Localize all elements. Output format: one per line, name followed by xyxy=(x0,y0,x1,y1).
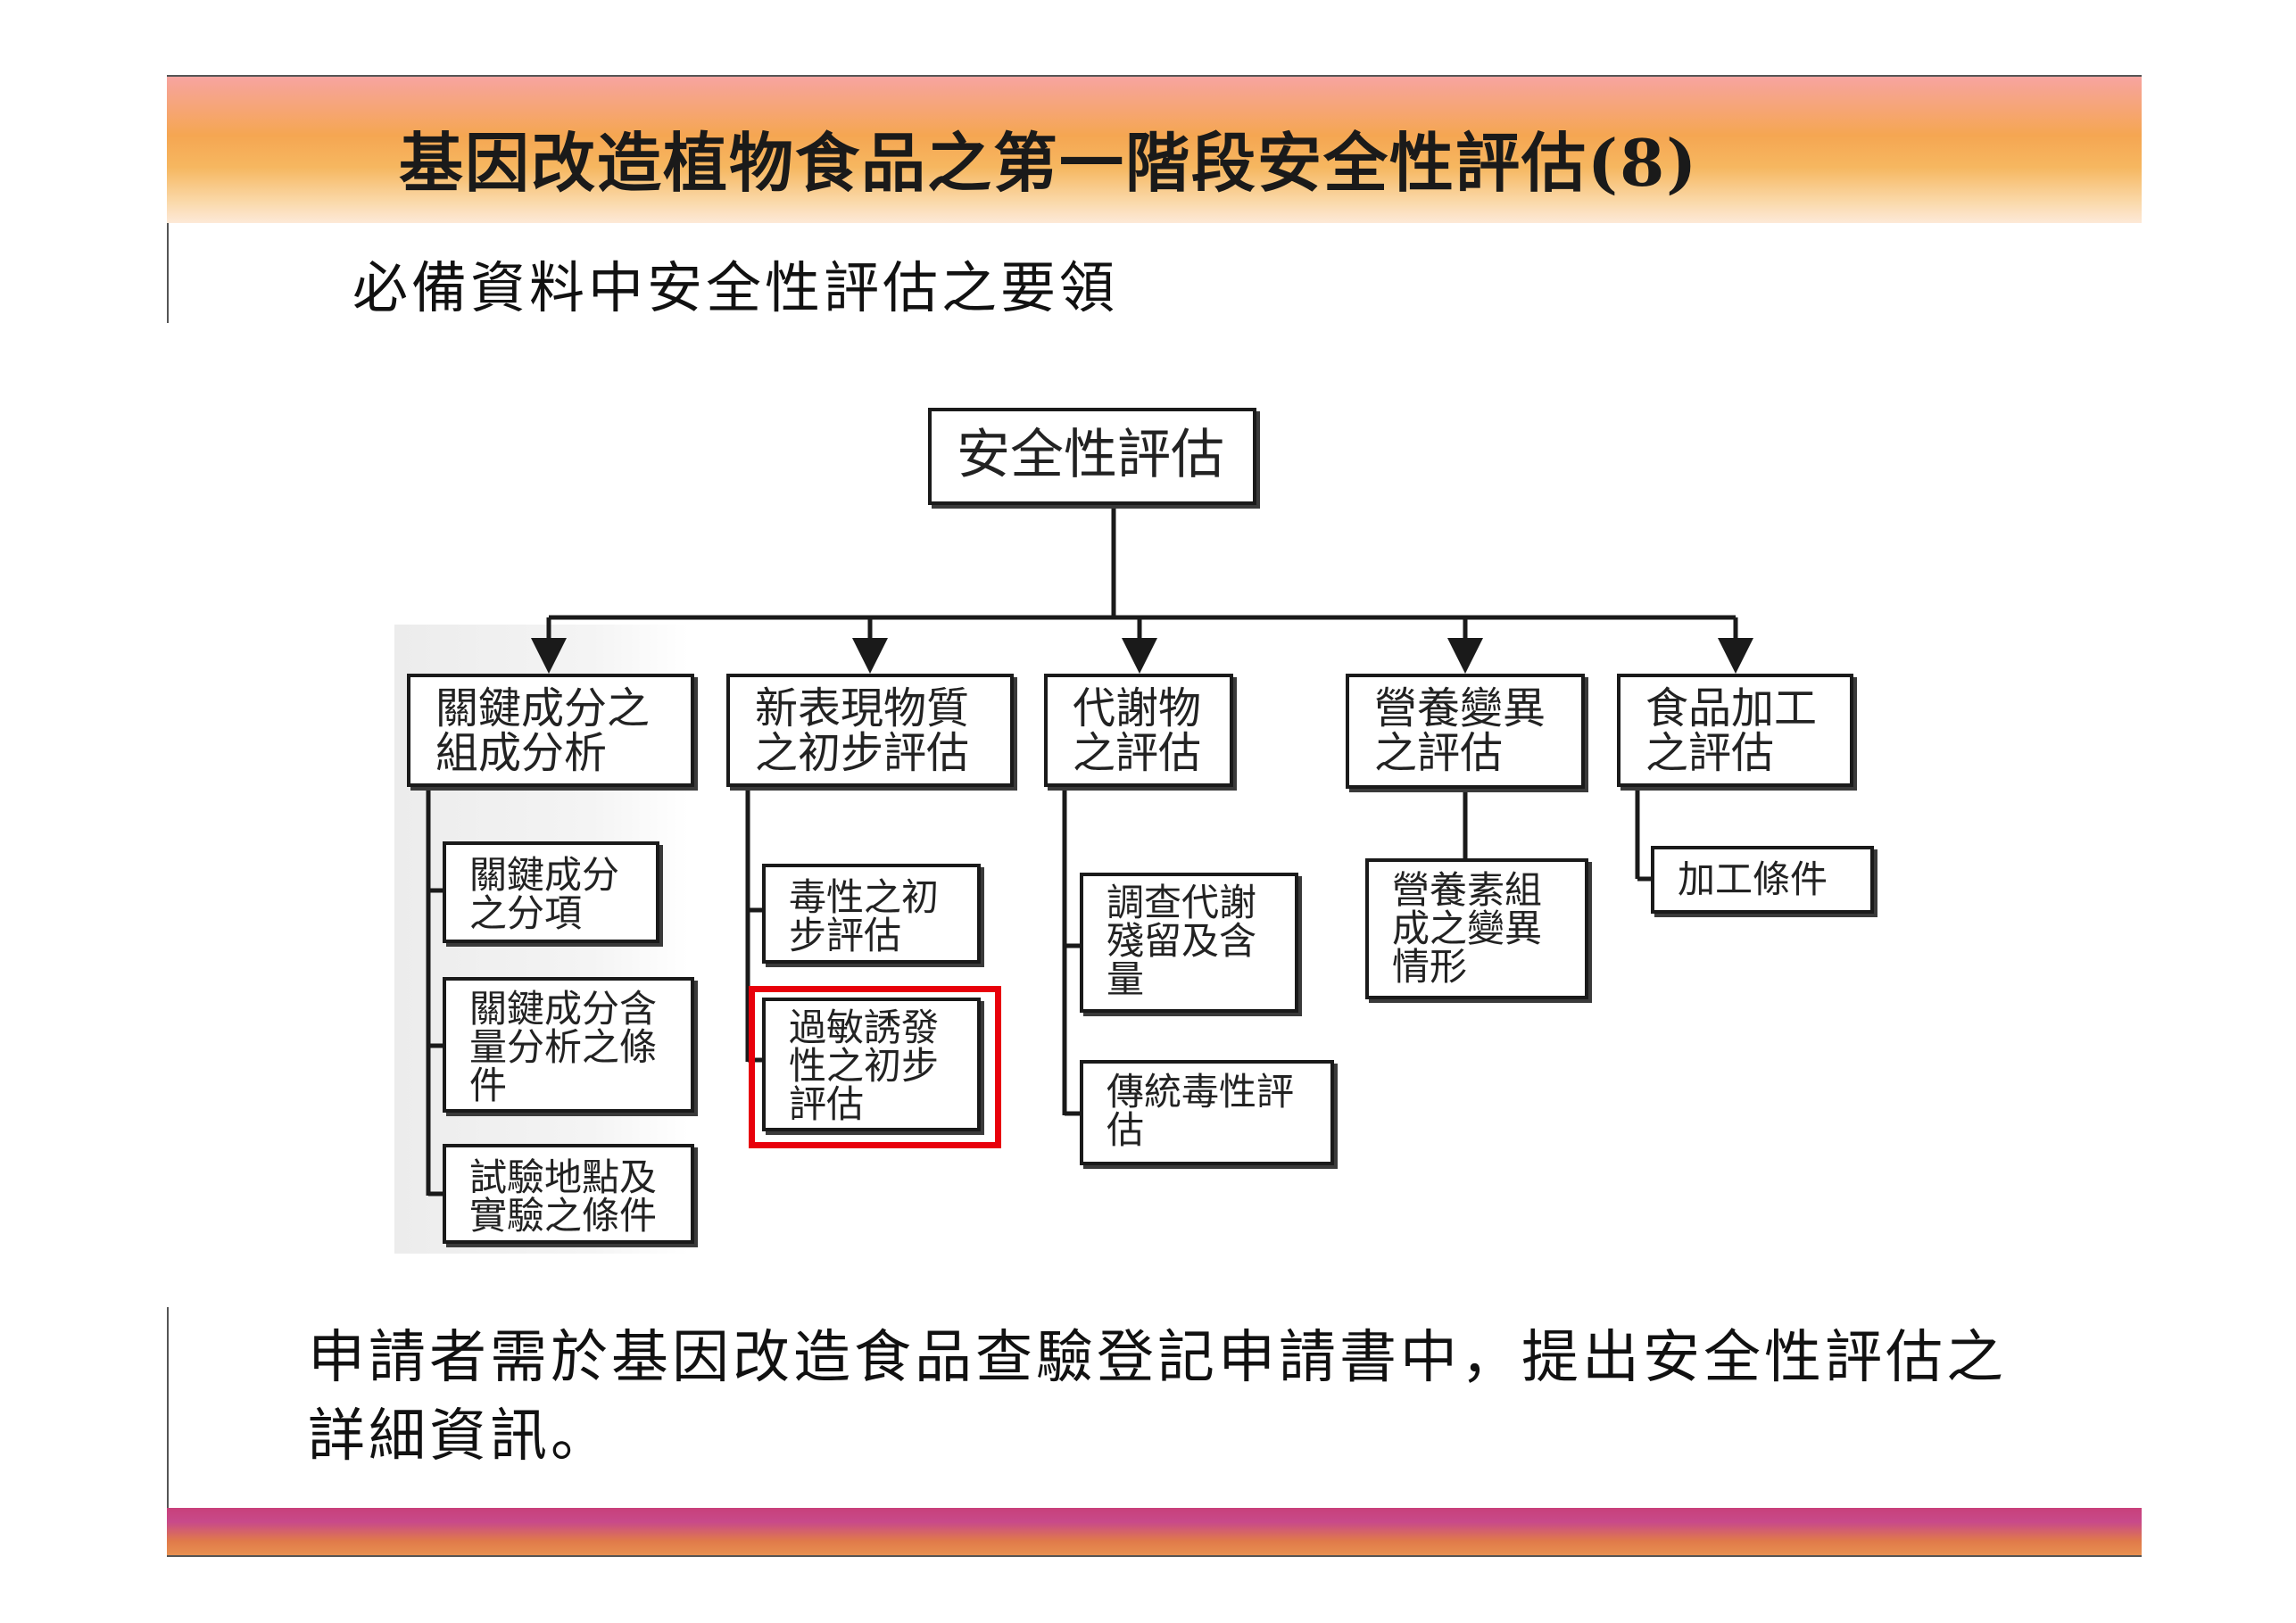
title-bar: 基因改造植物食品之第一階段安全性評估(8) xyxy=(167,75,2142,223)
node-item-allergenicity: 過敏誘發 性之初步 評估 xyxy=(762,998,981,1131)
node-item-nutrient-variation: 營養素組 成之變異 情形 xyxy=(1365,858,1588,999)
node-item-processing-conditions: 加工條件 xyxy=(1651,846,1874,914)
node-category-4: 營養變異 之評估 xyxy=(1346,674,1585,789)
node-category-1: 關鍵成分之 組成分析 xyxy=(407,674,694,787)
node-category-3: 代謝物 之評估 xyxy=(1044,674,1233,787)
body-text: 申請者需於基因改造食品查驗登記申請書中，提出安全性評估之詳細資訊。 xyxy=(308,1325,2007,1470)
highlight-frame xyxy=(749,986,1001,1148)
node-item-traditional-toxicity: 傳統毒性評 估 xyxy=(1080,1060,1334,1165)
node-item-metabolite-residue: 調查代謝 殘留及含 量 xyxy=(1080,873,1298,1013)
left-rule-top xyxy=(167,223,169,323)
node-category-5: 食品加工 之評估 xyxy=(1617,674,1853,787)
node-root: 安全性評估 xyxy=(928,408,1256,505)
node-item-content-analysis: 關鍵成分含 量分析之條 件 xyxy=(443,977,694,1113)
node-item-test-site: 試驗地點及 實驗之條件 xyxy=(443,1144,694,1244)
node-category-2: 新表現物質 之初步評估 xyxy=(726,674,1014,787)
footer-bar xyxy=(167,1508,2142,1557)
slide-title: 基因改造植物食品之第一階段安全性評估(8) xyxy=(399,125,1699,201)
node-item-key-components: 關鍵成分 之分項 xyxy=(443,841,659,943)
node-item-toxicity: 毒性之初 步評估 xyxy=(762,864,981,964)
slide-subtitle: 必備資料中安全性評估之要領 xyxy=(352,255,1119,320)
left-rule-bottom xyxy=(167,1307,169,1512)
